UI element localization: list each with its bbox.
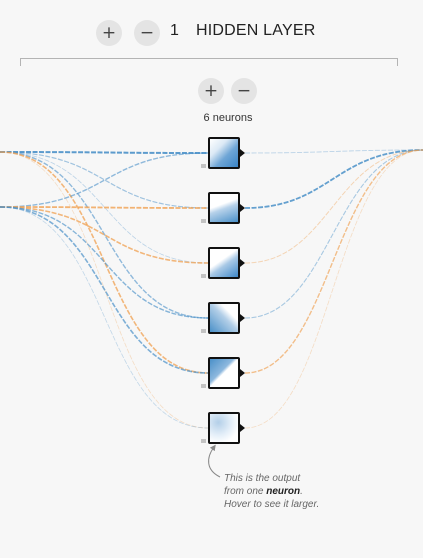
add-neuron-button[interactable]: + xyxy=(198,78,224,104)
output-link[interactable] xyxy=(244,149,423,374)
neuron-output-arrow xyxy=(240,204,245,212)
input-link[interactable] xyxy=(0,206,209,374)
bias-indicator xyxy=(201,274,206,278)
neuron-5[interactable] xyxy=(208,357,240,389)
add-layer-button[interactable]: + xyxy=(96,20,122,46)
minus-icon: − xyxy=(139,23,155,43)
bias-indicator xyxy=(201,329,206,333)
layer-bracket xyxy=(20,58,398,66)
output-link[interactable] xyxy=(244,149,423,319)
input-link[interactable] xyxy=(0,206,209,429)
neuron-4[interactable] xyxy=(208,302,240,334)
input-link[interactable] xyxy=(0,151,209,374)
curved-arrow-icon xyxy=(208,444,221,478)
neuron-output-arrow xyxy=(240,259,245,267)
neuron-output-arrow xyxy=(240,424,245,432)
input-link[interactable] xyxy=(0,151,209,209)
neuron-callout: This is the output from one neuron. Hove… xyxy=(224,473,320,510)
input-link[interactable] xyxy=(0,206,209,319)
input-link[interactable] xyxy=(0,206,209,209)
output-link[interactable] xyxy=(244,149,423,209)
bias-indicator xyxy=(201,439,206,443)
remove-neuron-button[interactable]: − xyxy=(231,78,257,104)
neuron-2[interactable] xyxy=(208,192,240,224)
plus-icon: + xyxy=(101,23,117,43)
input-link[interactable] xyxy=(0,151,209,154)
input-link[interactable] xyxy=(0,152,209,208)
neuron-output-arrow xyxy=(240,369,245,377)
minus-icon: − xyxy=(236,81,252,101)
bias-indicator xyxy=(201,384,206,388)
input-link[interactable] xyxy=(0,151,209,319)
bias-indicator xyxy=(201,219,206,223)
input-link[interactable] xyxy=(0,206,209,264)
neuron-1[interactable] xyxy=(208,137,240,169)
bias-indicator xyxy=(201,164,206,168)
neuron-6[interactable] xyxy=(208,412,240,444)
hidden-layer-label: HIDDEN LAYER xyxy=(196,22,316,39)
plus-icon: + xyxy=(203,81,219,101)
output-link[interactable] xyxy=(244,149,423,154)
hidden-layer-count: 1 xyxy=(170,22,179,39)
neuron-output-arrow xyxy=(240,314,245,322)
neuron-3[interactable] xyxy=(208,247,240,279)
neuron-count-label: 6 neurons xyxy=(203,112,253,124)
neuron-output-arrow xyxy=(240,149,245,157)
remove-layer-button[interactable]: − xyxy=(134,20,160,46)
output-link[interactable] xyxy=(244,149,423,264)
output-link[interactable] xyxy=(244,149,423,429)
